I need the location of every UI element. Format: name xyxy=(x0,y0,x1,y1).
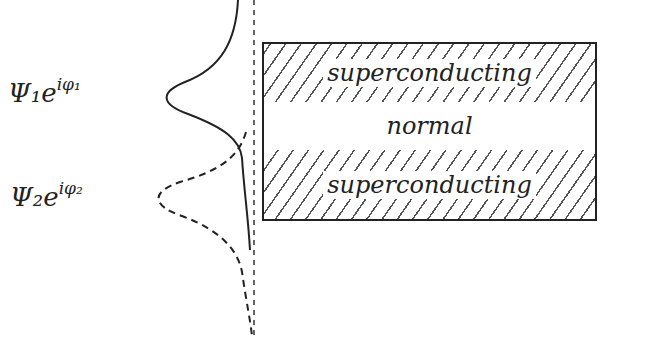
superconducting-band: superconducting xyxy=(262,42,597,104)
band-label: superconducting xyxy=(323,171,536,199)
amplitude-label: Ψ₁e xyxy=(8,78,57,108)
phase-label: iφ₂ xyxy=(59,178,83,198)
normal-band: normal xyxy=(262,102,597,152)
band-label: normal xyxy=(382,112,476,140)
band-label: superconducting xyxy=(323,59,536,87)
superconducting-band: superconducting xyxy=(262,150,597,221)
wavefunction-1 xyxy=(167,0,250,250)
amplitude-label: Ψ₂e xyxy=(10,182,59,212)
wavefunction-label: Ψ₁eiφ₁ xyxy=(8,74,81,108)
axis-line xyxy=(253,0,255,337)
phase-label: iφ₁ xyxy=(57,74,81,94)
wavefunction-2 xyxy=(158,132,252,336)
wavefunction-label: Ψ₂eiφ₂ xyxy=(10,178,83,212)
